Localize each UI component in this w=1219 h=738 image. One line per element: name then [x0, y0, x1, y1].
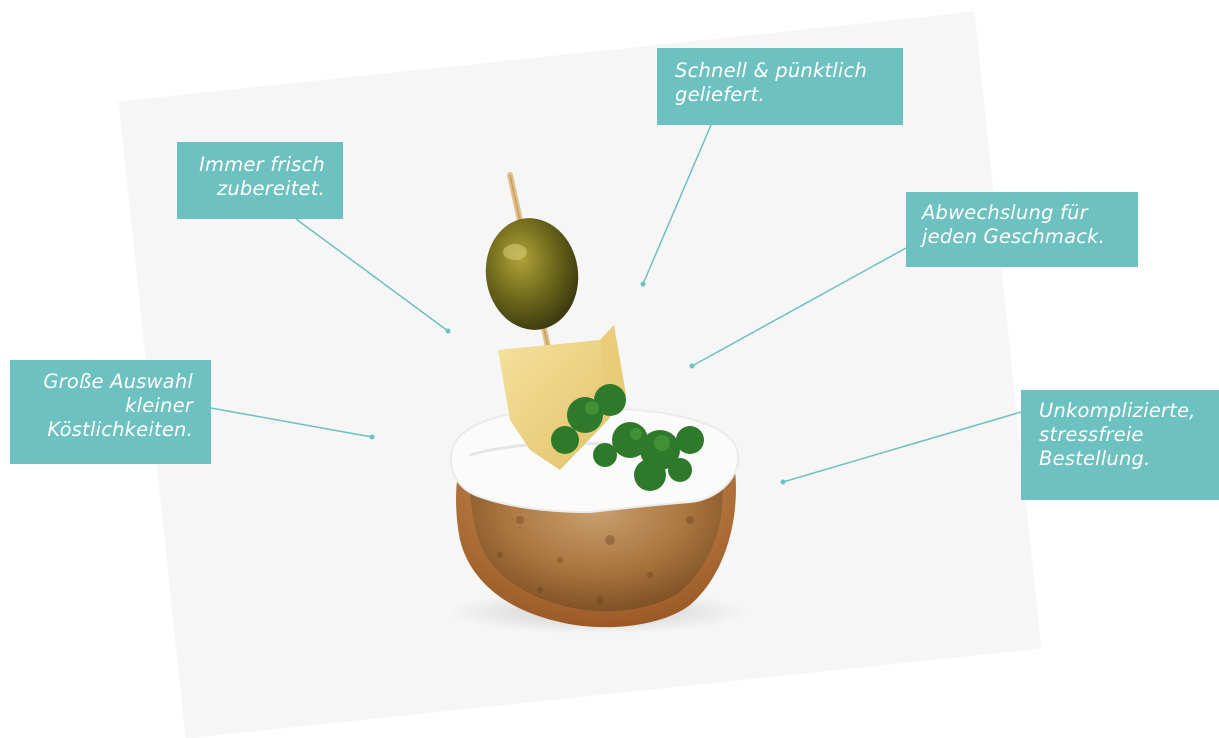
callout-ordering-line2: stressfreie [1039, 423, 1144, 446]
dot-bestell [780, 479, 786, 485]
callout-fresh-line2: zubereitet. [216, 177, 325, 200]
dot-frisch [445, 328, 451, 334]
callout-delivery-line2: geliefert. [675, 83, 765, 106]
cheese-cube [498, 325, 626, 470]
line-bestell [782, 411, 1022, 483]
callout-selection: Große Auswahl kleiner Köstlichkeiten. [10, 360, 211, 464]
callout-selection-line2: kleiner [125, 394, 193, 417]
callout-delivery-line1: Schnell & pünktlich [675, 59, 868, 82]
line-schnell [642, 124, 712, 285]
dot-abwechs [689, 363, 695, 369]
line-frisch [295, 218, 449, 332]
callout-fresh: Immer frisch zubereitet. [177, 142, 343, 219]
callout-ordering-line1: Unkomplizierte, [1039, 399, 1196, 422]
callout-variety-line2: jeden Geschmack. [922, 225, 1106, 248]
callout-selection-line1: Große Auswahl [43, 370, 193, 393]
dot-schnell [640, 281, 646, 287]
line-auswahl [210, 407, 373, 438]
callout-ordering: Unkomplizierte, stressfreie Bestellung. [1021, 390, 1219, 500]
callout-variety: Abwechslung für jeden Geschmack. [906, 192, 1138, 267]
callout-selection-line3: Köstlichkeiten. [47, 418, 193, 441]
parsley [551, 384, 704, 491]
callout-fresh-line1: Immer frisch [199, 153, 325, 176]
dot-auswahl [369, 434, 375, 440]
callout-ordering-line3: Bestellung. [1039, 447, 1151, 470]
callout-delivery: Schnell & pünktlich geliefert. [657, 48, 903, 125]
line-abwechs [691, 247, 907, 367]
callout-variety-line1: Abwechslung für [922, 201, 1088, 224]
